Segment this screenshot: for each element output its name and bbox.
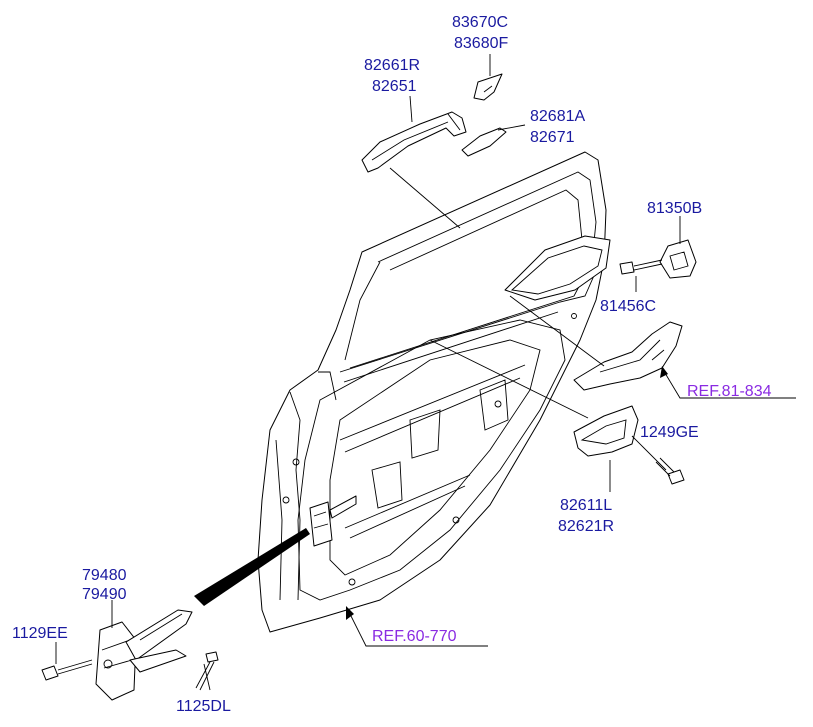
ref-latch-arrow xyxy=(660,366,668,378)
checker-mount-band xyxy=(194,528,310,606)
label-striker-bolt: 81456C xyxy=(600,298,656,315)
label-inside-handle-1: 82611L xyxy=(560,497,612,514)
label-handle-pad-1: 82681A xyxy=(530,108,585,125)
label-inside-handle-2: 82621R xyxy=(558,518,614,535)
label-checker-2: 79490 xyxy=(82,586,127,603)
ref-door-arrow xyxy=(346,606,354,620)
label-handle-cover-2: 83680F xyxy=(454,35,508,52)
label-handle-pad-2: 82671 xyxy=(530,129,575,146)
latch-part xyxy=(573,321,683,391)
leader-lines xyxy=(55,54,796,691)
checker-bolt-left-part xyxy=(41,659,93,681)
ref-latch[interactable]: REF.81-834 xyxy=(687,383,772,400)
ref-door-panel[interactable]: REF.60-770 xyxy=(372,628,457,645)
label-handle-cover-1: 83670C xyxy=(452,14,508,31)
handle-cover-part xyxy=(473,73,503,101)
inside-handle-part xyxy=(573,405,639,457)
label-inside-handle-bolt: 1249GE xyxy=(640,424,699,441)
label-outside-handle-2: 82651 xyxy=(372,78,417,95)
striker-part xyxy=(659,239,697,279)
label-striker: 81350B xyxy=(647,200,702,217)
inside-handle-bolt-part xyxy=(655,457,685,485)
label-checker-bolt-bottom: 1125DL xyxy=(176,698,231,715)
label-checker-bolt-left: 1129EE xyxy=(12,625,68,642)
label-outside-handle-1: 82661R xyxy=(364,57,420,74)
checker-bolt-bottom-part xyxy=(195,651,219,691)
door-panel xyxy=(257,151,611,633)
outside-handle-part xyxy=(361,111,467,173)
door-checker-part xyxy=(95,609,193,701)
handle-pad-part xyxy=(461,127,507,157)
label-checker-1: 79480 xyxy=(82,567,127,584)
striker-bolt-part xyxy=(619,259,663,275)
